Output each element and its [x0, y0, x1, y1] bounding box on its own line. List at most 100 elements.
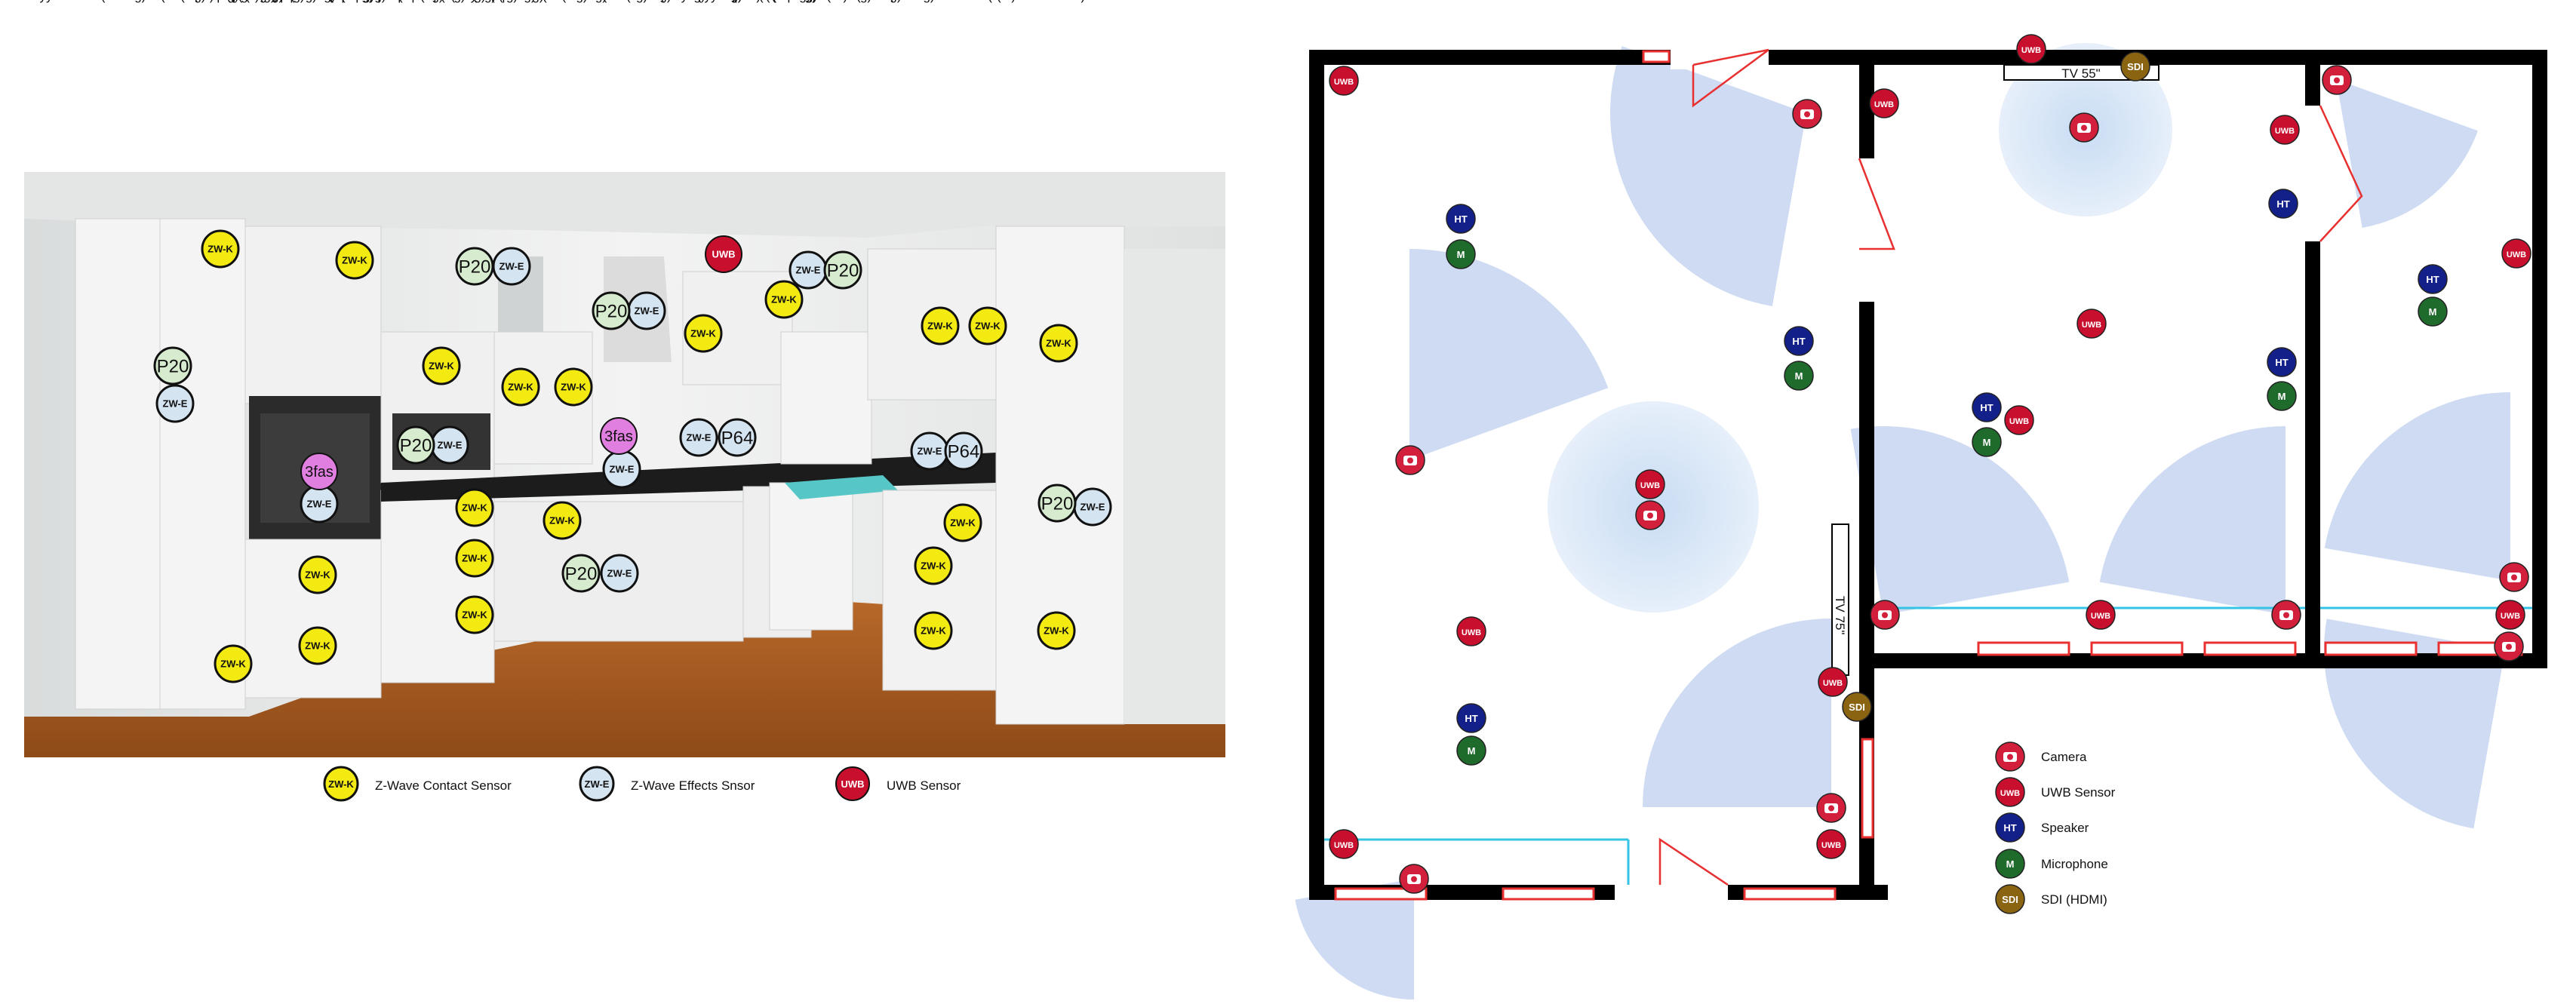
camera-lens	[1647, 512, 1653, 519]
uwb-sensor-device: UWB	[1635, 469, 1665, 499]
camera-device	[2322, 65, 2352, 95]
uwb-sensor-device: UWB	[1869, 88, 1899, 118]
p20-sensor-icon	[592, 291, 631, 330]
sensor-badge-label: ZW-E	[307, 499, 332, 510]
sensor-badge-label: P20	[400, 436, 432, 456]
device-label: Speaker	[272, 0, 320, 3]
device-label: WideFind USB-C 5V 1A (low)	[849, 0, 1016, 3]
speaker-device: HT	[2267, 347, 2297, 377]
device-label: Camera PoE (ceiling)	[466, 0, 588, 3]
p64-sensor-icon	[944, 431, 983, 471]
device-label: Microphone (ceiling)	[756, 0, 871, 3]
uwb-sensor-icon	[1818, 667, 1848, 697]
device-label: (ceiling)	[341, 0, 386, 3]
tv-55-label: TV 55"	[2061, 66, 2100, 81]
device-badge-label: UWB	[1640, 481, 1660, 490]
sensor-badge-label: ZW-E	[796, 265, 821, 276]
p20-sensor: P20	[592, 291, 631, 330]
legend-icon-label: ZW-K	[328, 778, 354, 790]
sensor-badge-label: P20	[827, 261, 859, 281]
speaker-icon	[1784, 326, 1814, 356]
camera-lens	[2007, 754, 2013, 760]
zwave-contact-sensor: ZW-K	[543, 501, 582, 540]
camera-coverage-cone	[1643, 619, 1831, 807]
zwave-effects-icon	[579, 766, 615, 802]
sensor-badge-label: ZW-K	[305, 570, 330, 581]
microphone-icon	[1456, 735, 1486, 766]
zwave-contact-sensor: ZW-K	[214, 644, 253, 683]
device-label: Camera PoE (inside window)	[920, 0, 1085, 3]
sensor-badge-label: ZW-K	[1046, 338, 1071, 349]
camera-lens	[2511, 574, 2517, 581]
sensor-badge-label: ZW-K	[462, 609, 487, 621]
camera-device	[1870, 600, 1900, 630]
tv-55	[2003, 64, 2159, 81]
speaker-device: HT	[1995, 812, 2025, 843]
sensor-badge-label: ZW-E	[1081, 502, 1105, 513]
camera-lens	[2081, 124, 2087, 131]
speaker-icon	[1972, 392, 2002, 422]
open-shelf	[780, 331, 872, 465]
zwave-contact-sensor: ZW-K	[943, 503, 982, 542]
p64-sensor: P64	[944, 431, 983, 471]
sensor-badge-label: ZW-E	[500, 261, 524, 272]
sensor-badge-label: ZW-K	[927, 321, 953, 332]
zwave-contact-sensor-icon	[335, 241, 374, 280]
sdi-hdmi-icon	[2120, 51, 2150, 81]
tv-75-label: TV 75"	[1833, 596, 1847, 634]
sensor-badge-label: ZW-K	[921, 625, 946, 637]
sensor-badge-label: ZW-E	[607, 568, 632, 579]
zwave-contact-sensor: ZW-K	[455, 539, 494, 578]
camera-lens	[1804, 111, 1810, 118]
sink	[785, 475, 898, 499]
device-label: Camera 230V (ceiling)	[155, 0, 283, 3]
device-badge-label: M	[1457, 249, 1465, 260]
p20-sensor: P20	[455, 247, 494, 286]
zwave-effects-sensor: ZW-E	[679, 418, 718, 457]
device-badge-label: M	[1983, 437, 1991, 448]
legend-item-zwave-contact: ZW-K Z-Wave Contact Sensor	[323, 766, 512, 802]
zwave-contact-sensor: ZW-K	[921, 306, 960, 345]
camera-coverage-cone	[2336, 79, 2478, 228]
sensor-badge-label: ZW-K	[220, 659, 246, 670]
microphone-device: M	[1995, 849, 2025, 879]
uwb-sensor-icon	[1329, 66, 1359, 96]
device-badge-label: UWB	[1874, 100, 1894, 109]
zwave-contact-sensor: ZW-K	[422, 346, 461, 385]
zwave-effects-sensor-icon	[155, 384, 195, 423]
device-label: Vayyar 230V (ceiling)	[25, 0, 146, 3]
sensor-badge-label: ZW-K	[462, 502, 487, 514]
zwave-contact-sensor-icon	[554, 367, 593, 407]
device-label: Somnofy USB-C 5V 1A (ceiling)	[426, 0, 607, 3]
zwave-contact-sensor: ZW-K	[455, 595, 494, 634]
microphone-device: M	[1784, 361, 1814, 391]
zwave-effects-sensor: ZW-E	[492, 247, 531, 286]
device-label: (ceiling)	[230, 0, 275, 3]
sensor-badge-label: ZW-K	[207, 244, 233, 255]
speaker-device: HT	[1784, 326, 1814, 356]
microphone-device: M	[1972, 427, 2002, 457]
microphone-device: M	[1446, 239, 1476, 269]
sdi-hdmi-device: SDI	[1995, 884, 2025, 914]
legend-item-zwave-effects: ZW-E Z-Wave Effects Snsor	[579, 766, 755, 802]
device-label: Vayyar 230V (ceiling)	[690, 0, 810, 3]
device-badge-label: HT	[1454, 213, 1467, 225]
uwb-sensor: UWB	[705, 235, 742, 273]
kitchen-sensors: ZW-K ZW-K ZW-K ZW-K ZW-K ZW-K ZW-K ZW-K ZW-K ZW-K…	[153, 229, 1112, 683]
uwb-sensor-icon	[835, 766, 870, 801]
device-label: Microphone	[471, 0, 538, 3]
uwb-sensor-device: UWB	[1995, 777, 2025, 807]
zwave-effects-sensor: ZW-E	[155, 384, 195, 423]
device-label: Microphone (ceiling)	[402, 0, 518, 3]
device-label: WideFind USB-C 5V 1A	[608, 0, 745, 3]
device-badge-label: UWB	[2000, 789, 2020, 798]
uwb-sensor-icon	[1869, 88, 1899, 118]
device-label: Camera PoE (ceiling)	[620, 0, 742, 3]
device-badge-label: UWB	[1821, 841, 1841, 850]
device-badge-label: HT	[1980, 402, 1993, 413]
device-badge-label: UWB	[2021, 46, 2041, 55]
uwb-sensor-icon	[1635, 469, 1665, 499]
camera-coverage-cone	[1610, 46, 1806, 307]
camera-lens	[1828, 805, 1834, 812]
